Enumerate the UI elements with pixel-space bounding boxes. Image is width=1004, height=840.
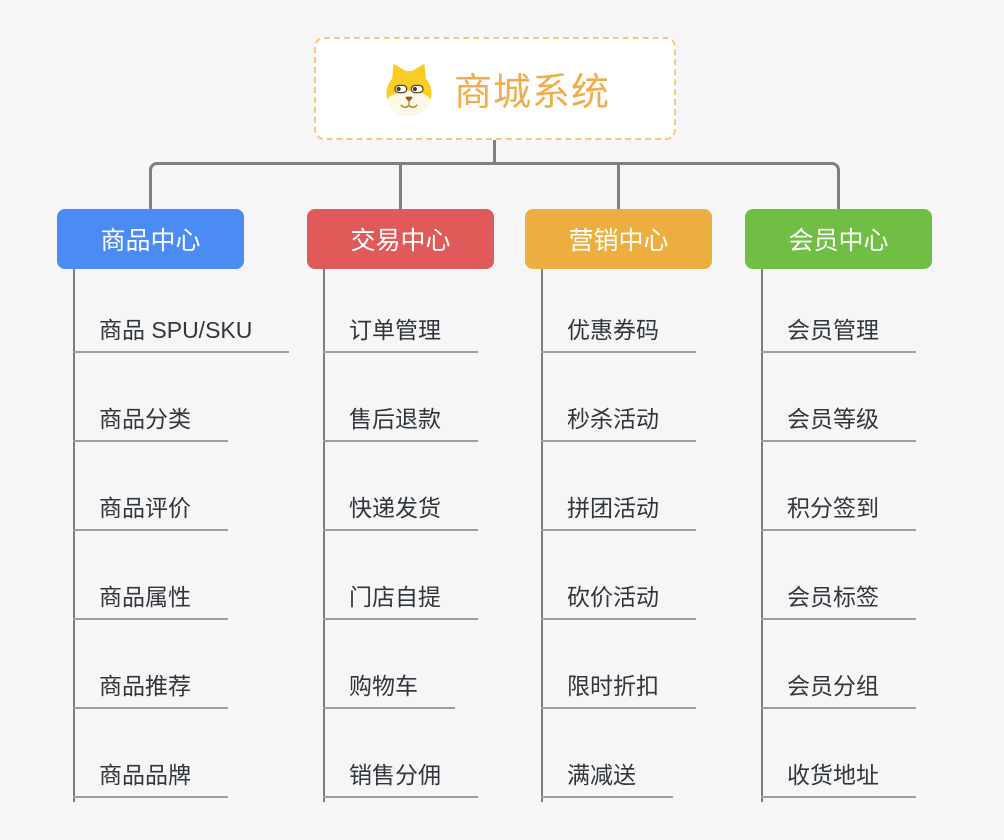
leaf-item[interactable]: 购物车 <box>323 671 455 709</box>
leaf-item[interactable]: 订单管理 <box>323 315 478 353</box>
branch-label: 营销中心 <box>568 227 669 255</box>
leaf-item[interactable]: 积分签到 <box>761 493 916 531</box>
branch-connector-line <box>541 269 543 802</box>
leaf-item[interactable]: 砍价活动 <box>541 582 696 620</box>
leaf-item[interactable]: 会员等级 <box>761 404 916 442</box>
branch-box[interactable]: 商品中心 <box>57 209 244 269</box>
dog-nose <box>405 96 413 102</box>
leaf-item[interactable]: 商品评价 <box>73 493 228 531</box>
leaf-item[interactable]: 限时折扣 <box>541 671 696 709</box>
branch-label: 会员中心 <box>788 227 889 255</box>
branch-box[interactable]: 会员中心 <box>745 209 932 269</box>
branch-box[interactable]: 营销中心 <box>525 209 712 269</box>
leaf-item[interactable]: 商品属性 <box>73 582 228 620</box>
branch-column: 营销中心优惠券码秒杀活动拼团活动砍价活动限时折扣满减送 <box>525 209 775 809</box>
leaf-item[interactable]: 商品 SPU/SKU <box>73 315 290 353</box>
branch-label: 商品中心 <box>100 227 201 255</box>
leaf-item[interactable]: 商品分类 <box>73 404 228 442</box>
dog-mouth <box>400 103 418 108</box>
branch-box[interactable]: 交易中心 <box>307 209 494 269</box>
root-title: 商城系统 <box>453 72 610 114</box>
leaf-item[interactable]: 商品推荐 <box>73 671 228 709</box>
dog-left-pupil <box>396 86 401 91</box>
leaf-item[interactable]: 满减送 <box>541 760 673 798</box>
branch-connector-line <box>761 269 763 802</box>
leaf-item[interactable]: 拼团活动 <box>541 493 696 531</box>
leaf-item[interactable]: 收货地址 <box>761 760 916 798</box>
branch-column: 商品中心商品 SPU/SKU 商品分类商品评价商品属性商品推荐商品品牌 <box>57 209 307 809</box>
leaf-item[interactable]: 商品品牌 <box>73 760 228 798</box>
connector-rail <box>149 162 840 210</box>
leaf-item[interactable]: 会员标签 <box>761 582 916 620</box>
connector-drop-branch-3 <box>617 162 620 210</box>
leaf-item[interactable]: 销售分佣 <box>323 760 478 798</box>
leaf-item[interactable]: 会员分组 <box>761 671 916 709</box>
root-node-mall-system[interactable]: 商城系统 <box>314 37 676 140</box>
leaf-item[interactable]: 优惠券码 <box>541 315 696 353</box>
connector-root-stub <box>493 140 496 165</box>
dog-right-pupil <box>412 86 417 91</box>
leaf-item[interactable]: 快递发货 <box>323 493 478 531</box>
connector-drop-branch-2 <box>399 162 402 210</box>
leaf-item[interactable]: 会员管理 <box>761 315 916 353</box>
leaf-item[interactable]: 门店自提 <box>323 582 478 620</box>
branch-connector-line <box>73 269 75 802</box>
branch-connector-line <box>323 269 325 802</box>
shiba-dog-face-icon <box>386 63 432 116</box>
branch-label: 交易中心 <box>350 227 451 255</box>
leaf-item[interactable]: 秒杀活动 <box>541 404 696 442</box>
leaf-item[interactable]: 售后退款 <box>323 404 478 442</box>
branch-column: 会员中心会员管理会员等级积分签到会员标签会员分组收货地址 <box>745 209 995 809</box>
branch-column: 交易中心订单管理售后退款快递发货门店自提购物车销售分佣 <box>307 209 557 809</box>
